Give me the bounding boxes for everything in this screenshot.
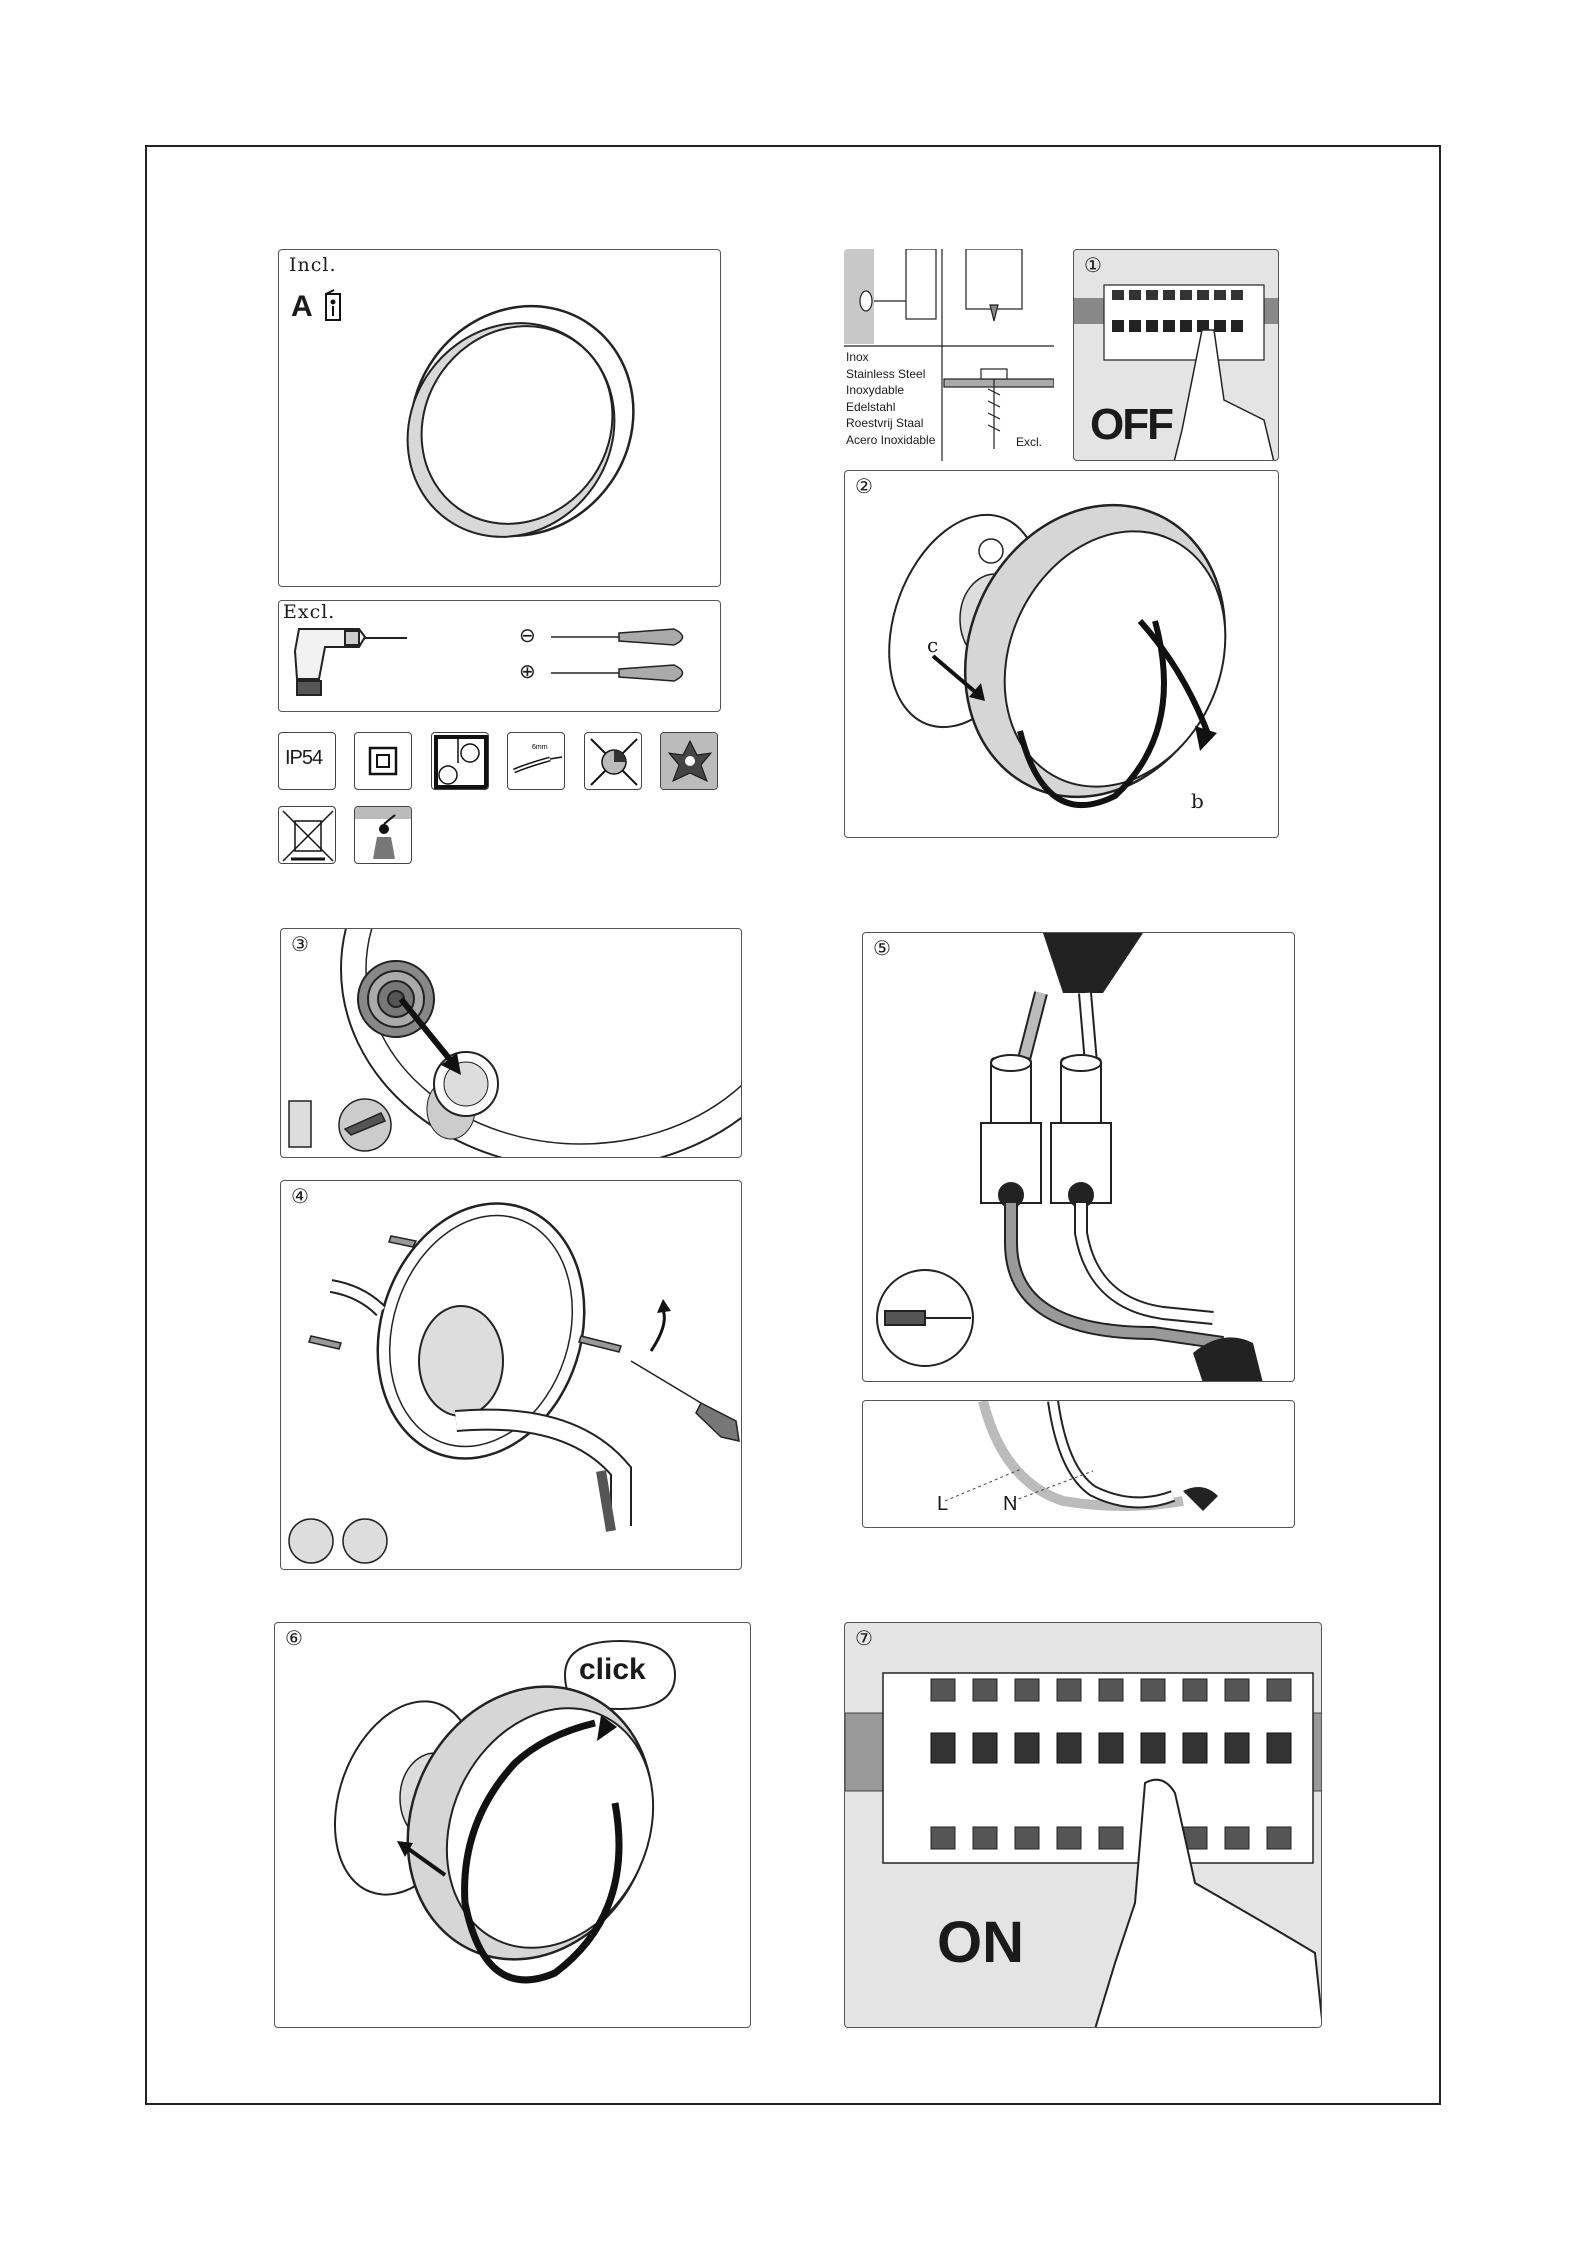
slotted-screwdriver-icon bbox=[551, 629, 683, 645]
stainless-steel-list: Inox Stainless Steel Inoxydable Edelstah… bbox=[846, 349, 935, 448]
step-2-panel: ② c b bbox=[844, 470, 1279, 838]
click-label: click bbox=[579, 1653, 646, 1687]
step-6-panel: ⑥ click bbox=[274, 1622, 751, 2028]
material-line: Acero Inoxidable bbox=[846, 432, 935, 449]
click-cover-illustration bbox=[275, 1623, 751, 2028]
svg-text:6mm: 6mm bbox=[532, 744, 548, 751]
no-disposal-icon bbox=[278, 806, 336, 864]
excluded-tools-panel: Excl. ⊖ ⊕ bbox=[278, 600, 721, 712]
step-1-panel: ① OFF bbox=[1073, 249, 1279, 461]
on-label: ON bbox=[937, 1909, 1024, 1976]
cable-strip-icon: 6mm bbox=[507, 732, 565, 790]
terminal-block-icon bbox=[981, 1055, 1111, 1207]
material-line: Inoxydable bbox=[846, 382, 935, 399]
label-b: b bbox=[1191, 789, 1205, 813]
material-line: Edelstahl bbox=[846, 399, 935, 416]
screwdriver-icon bbox=[631, 1361, 739, 1441]
attach-cover-illustration bbox=[845, 471, 1279, 838]
screwdriver-icon bbox=[877, 1270, 973, 1366]
drill-icon bbox=[295, 629, 407, 695]
included-parts-panel: Incl. A bbox=[278, 249, 721, 587]
ip-rating-text: IP54 bbox=[285, 747, 322, 770]
installer-icon bbox=[354, 806, 412, 864]
manual-book-icon bbox=[326, 290, 340, 320]
lamp-cover-illustration bbox=[279, 250, 721, 587]
bulb-distance-icon bbox=[431, 732, 489, 790]
material-line: Stainless Steel bbox=[846, 366, 935, 383]
ip-rating-icon: IP54 bbox=[278, 732, 336, 790]
live-neutral-wires-illustration bbox=[863, 1401, 1295, 1528]
grommet-insert-illustration bbox=[281, 929, 742, 1158]
label-c: c bbox=[927, 633, 939, 657]
material-line: Roestvrij Staal bbox=[846, 415, 935, 432]
material-line: Inox bbox=[846, 349, 935, 366]
mount-base-illustration bbox=[281, 1181, 742, 1570]
live-neutral-panel: L N bbox=[862, 1400, 1295, 1528]
step-4-panel: ④ bbox=[280, 1180, 742, 1570]
live-label: L bbox=[937, 1493, 948, 1516]
step-5-panel: ⑤ bbox=[862, 932, 1295, 1382]
class-two-insulation-icon bbox=[354, 732, 412, 790]
screw-excl-label: Excl. bbox=[1016, 435, 1042, 449]
step-3-panel: ③ bbox=[280, 928, 742, 1158]
step-7-panel: ⑦ ON bbox=[844, 1622, 1322, 2028]
insect-warning-icon bbox=[660, 732, 718, 790]
drill-screw-icon bbox=[289, 1519, 387, 1563]
off-label: OFF bbox=[1090, 400, 1172, 450]
terminal-connection-illustration bbox=[863, 933, 1295, 1382]
screw-material-panel: Inox Stainless Steel Inoxydable Edelstah… bbox=[844, 249, 1054, 461]
phillips-screwdriver-icon bbox=[551, 665, 683, 681]
no-ceiling-mount-icon bbox=[584, 732, 642, 790]
neutral-label: N bbox=[1003, 1493, 1017, 1516]
breaker-on-illustration bbox=[845, 1623, 1322, 2028]
knife-icon bbox=[289, 1099, 391, 1151]
